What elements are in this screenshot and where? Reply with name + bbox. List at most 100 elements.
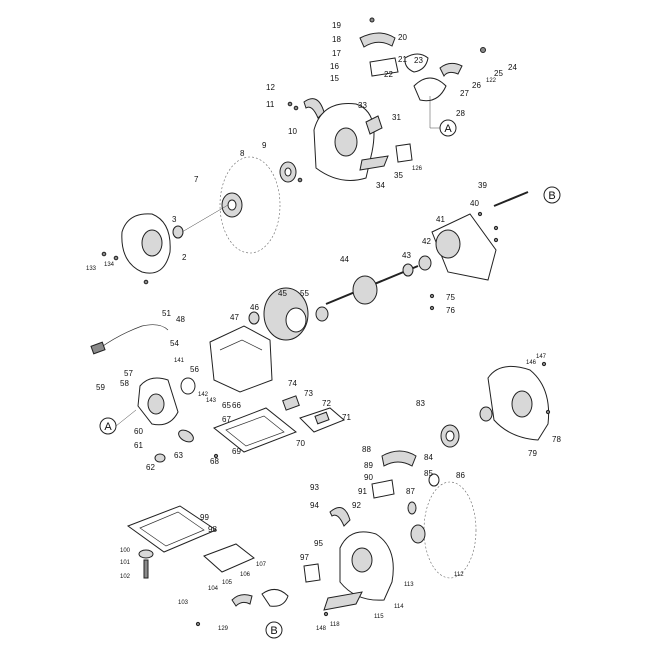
flange-7-hole [227, 199, 237, 211]
tie-rod-39 [493, 191, 529, 207]
label: 17 [332, 49, 341, 58]
label: 112 [454, 572, 464, 578]
shield-plate [369, 57, 399, 77]
flange-hole [284, 167, 292, 177]
label: 48 [176, 315, 185, 324]
end-bell-bearing [147, 393, 165, 415]
label: 9 [262, 141, 267, 150]
callout-a-left: A [99, 409, 137, 435]
stator-bore [285, 307, 307, 333]
shield-plate-91 [371, 479, 395, 499]
guard-hub [334, 127, 358, 157]
label: 76 [446, 306, 455, 315]
wave-washer-56 [180, 377, 196, 395]
label: 60 [134, 427, 143, 436]
label: 105 [222, 580, 233, 586]
knob-24 [480, 47, 486, 53]
label: 107 [256, 562, 267, 568]
label: 33 [358, 101, 367, 110]
axis-line-left [181, 204, 229, 233]
label: 43 [402, 251, 411, 260]
label: 79 [528, 449, 537, 458]
capacitor-60 [178, 429, 194, 443]
rest-clamp-35 [395, 143, 413, 163]
label: 20 [398, 33, 407, 42]
label: 147 [536, 354, 547, 360]
label: 98 [208, 525, 217, 534]
base-plate-99 [126, 505, 218, 553]
label: 63 [174, 451, 183, 460]
callout-b-top-text: B [548, 190, 555, 202]
label: 15 [330, 74, 339, 83]
base-99-inner [139, 511, 205, 547]
spark-guard [404, 53, 429, 73]
label: 118 [330, 622, 340, 628]
eye-shield [413, 77, 447, 102]
label: 51 [162, 309, 171, 318]
label: 72 [322, 399, 331, 408]
tool-rest-34 [359, 155, 389, 171]
tool-rest-arm [303, 98, 325, 119]
label: 133 [86, 266, 97, 272]
callout-a-left-text: A [104, 421, 112, 433]
label: 93 [310, 483, 319, 492]
label: 114 [394, 604, 404, 610]
label: 8 [240, 149, 245, 158]
part-85 [428, 473, 440, 487]
bearing-55 [315, 306, 329, 322]
guard-113-hub [351, 547, 373, 573]
label: 97 [300, 553, 309, 562]
label: 146 [526, 360, 537, 366]
label: 103 [178, 600, 189, 606]
label: 68 [210, 457, 219, 466]
tool-rest-arm-92 [329, 507, 351, 527]
label: 102 [120, 574, 131, 580]
label: 91 [358, 487, 367, 496]
label: 3 [172, 215, 177, 224]
label: 58 [120, 379, 129, 388]
label: 89 [364, 461, 373, 470]
label: 99 [200, 513, 209, 522]
label: 55 [300, 289, 309, 298]
motor-housing-47 [209, 325, 273, 393]
shield-clip [439, 62, 463, 77]
label: 18 [332, 35, 341, 44]
callout-a-top-text: A [444, 123, 452, 135]
housing-detail [219, 339, 263, 351]
base-inner [225, 415, 285, 447]
flange-83-small [479, 406, 493, 422]
label: 122 [486, 78, 497, 84]
nut-3 [172, 225, 184, 239]
label: 106 [240, 572, 251, 578]
label: 70 [296, 439, 305, 448]
label: 22 [384, 70, 393, 79]
label: 35 [394, 171, 403, 180]
bolt-102 [143, 559, 149, 579]
label: 83 [416, 399, 425, 408]
label: 113 [404, 582, 414, 588]
label: 142 [198, 392, 209, 398]
label: 12 [266, 83, 275, 92]
foot-101 [138, 549, 154, 559]
label: 57 [124, 369, 133, 378]
fasteners [101, 101, 551, 627]
label: 25 [494, 69, 503, 78]
label: 66 [232, 401, 241, 410]
switch-body [314, 411, 330, 425]
label: 69 [232, 447, 241, 456]
pad-98 [203, 543, 255, 573]
rotor-collar-43 [402, 263, 414, 277]
guard-bracket-31 [365, 115, 383, 135]
callout-a-top: A [429, 96, 457, 137]
guard-79-hub [511, 390, 533, 418]
label: 74 [288, 379, 297, 388]
label: 40 [470, 199, 479, 208]
label: 21 [398, 55, 407, 64]
switch-61 [154, 453, 166, 463]
cover-hub [141, 229, 163, 257]
clip-104 [231, 594, 253, 607]
flange-83-hole [445, 430, 455, 442]
label: 67 [222, 415, 231, 424]
power-plug [90, 341, 106, 355]
